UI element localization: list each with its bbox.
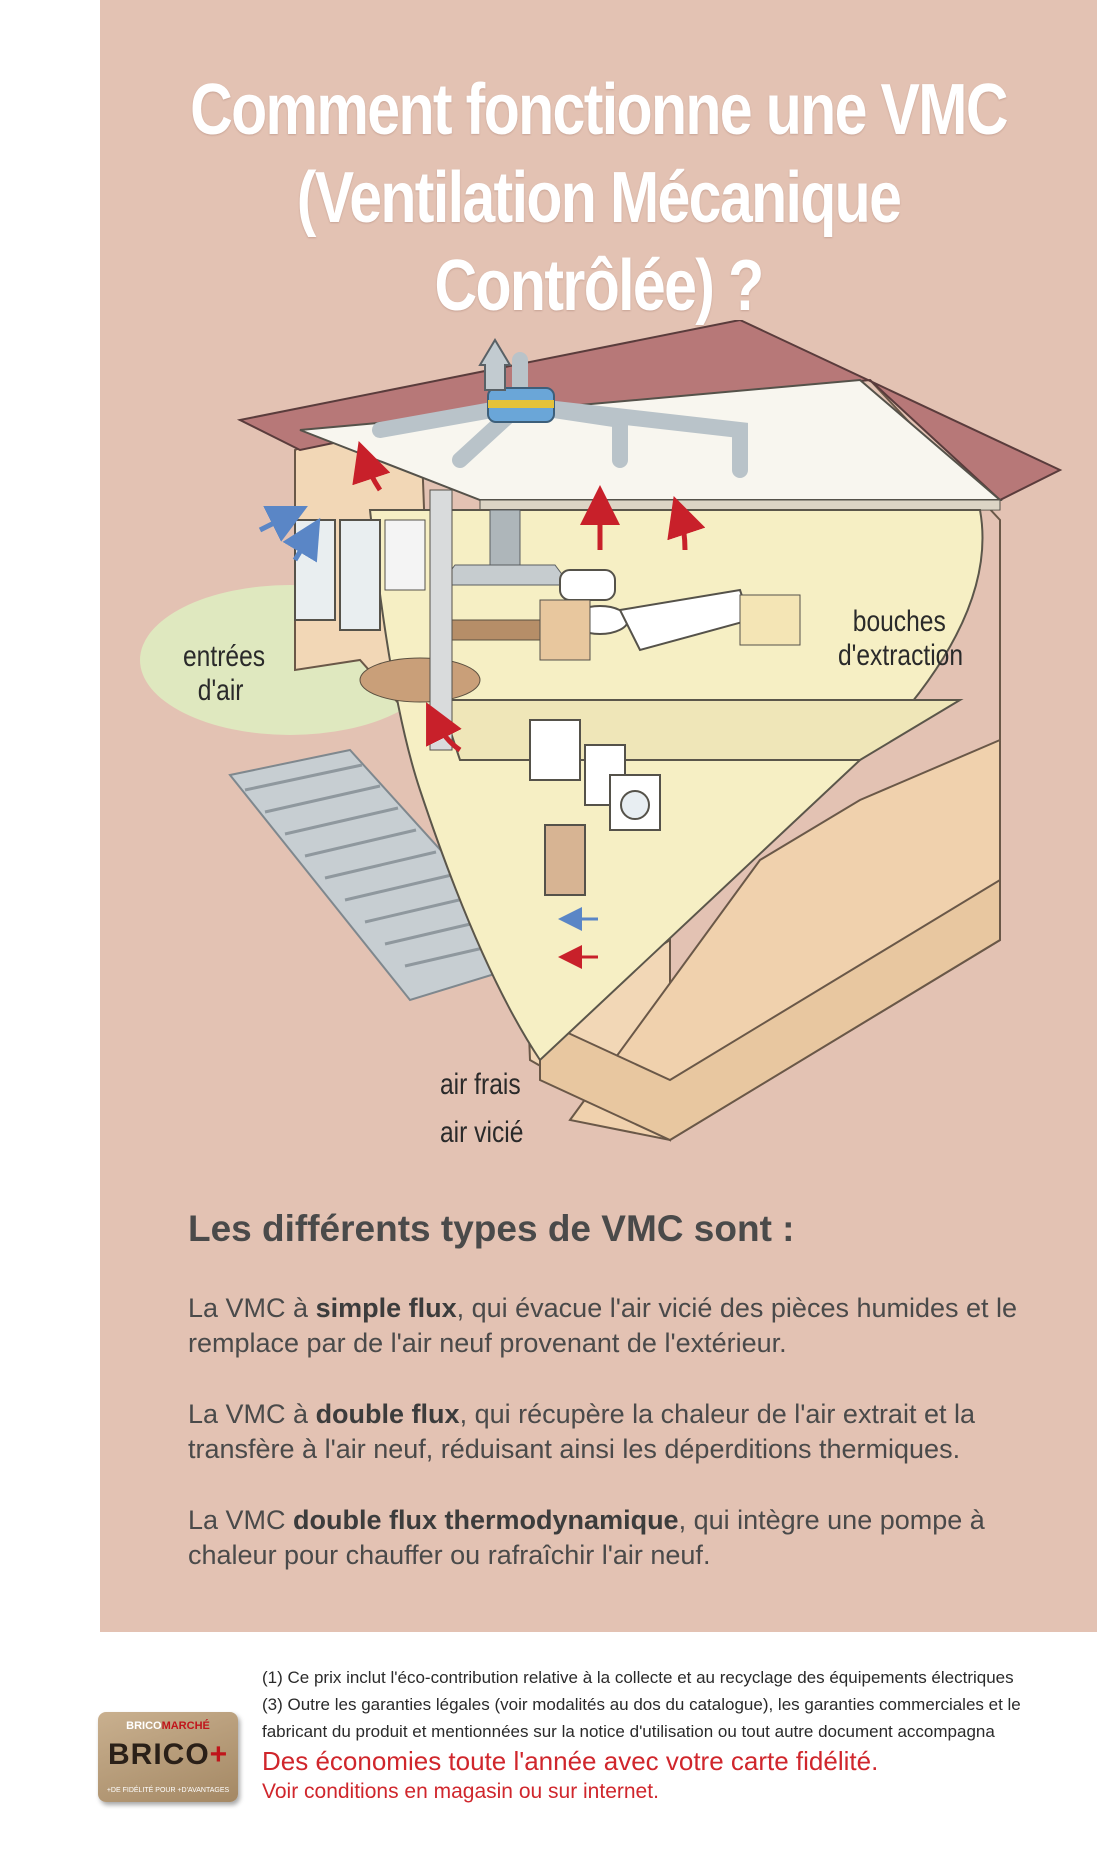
air-vicie-arrows — [352, 441, 706, 753]
card-bottom-text: +DE FIDÉLITÉ POUR +D'AVANTAGES — [106, 1787, 230, 1794]
card-top-a: BRICO — [126, 1720, 162, 1732]
type-double-flux: La VMC à double flux, qui récupère la ch… — [188, 1397, 1048, 1467]
floor-slab — [438, 699, 964, 761]
title-line-3: Contrôlée) ? — [434, 246, 765, 327]
type-simple-flux: La VMC à simple flux, qui évacue l'air v… — [188, 1291, 1048, 1361]
air-frais-arrows — [258, 506, 321, 563]
staircase — [228, 748, 542, 1002]
label-entrees-line1: entrées — [183, 640, 266, 673]
roof — [236, 320, 1063, 502]
promo-text: Des économies toute l'année avec votre c… — [262, 1746, 879, 1776]
type-thermo-post: , qui intègre une pompe à chaleur pour c… — [188, 1505, 985, 1570]
footnote-3-cont: fabricant du produit et mentionnées sur … — [262, 1722, 995, 1741]
sink-cabinet — [739, 594, 801, 646]
kitchen-hood — [489, 509, 521, 566]
label-bouches-line2: d'extraction — [838, 639, 964, 672]
label-entrees-line2: d'air — [197, 674, 244, 707]
footnote-1: (1) Ce prix inclut l'éco-contribution re… — [262, 1668, 1014, 1687]
type-double-flux-thermo: La VMC double flux thermodynamique, qui … — [188, 1503, 1048, 1573]
label-bouches-line1: bouches — [852, 605, 946, 638]
types-heading: Les différents types de VMC sont : — [188, 1208, 795, 1249]
card-top-text: BRICOMARCHÉ — [98, 1720, 238, 1732]
page-title: Comment fonctionne une VMC (Ventilation … — [190, 66, 1008, 330]
window-right — [339, 519, 381, 631]
basement-door — [544, 824, 586, 896]
label-bouches-extraction: bouches d'extraction — [838, 605, 963, 673]
vmc-house-illustration — [140, 320, 1063, 1142]
oven — [384, 519, 426, 591]
table — [359, 657, 481, 703]
card-plus-icon: + — [209, 1738, 229, 1771]
legend-air-frais: air frais — [440, 1068, 521, 1101]
type-double-pre: La VMC à — [188, 1399, 316, 1429]
conditions-text: Voir conditions en magasin ou sur intern… — [262, 1780, 659, 1803]
type-simple-pre: La VMC à — [188, 1293, 316, 1323]
label-entrees-air: entrées d'air — [183, 640, 265, 708]
card-top-b: MARCHÉ — [161, 1720, 210, 1732]
title-line-1: Comment fonctionne une VMC — [190, 70, 1008, 151]
wc-tank — [559, 569, 616, 601]
window-left — [294, 519, 336, 621]
legend-air-vicie: air vicié — [440, 1116, 524, 1149]
kitchen-counter — [449, 619, 551, 641]
column — [429, 489, 453, 751]
roof-outlet — [478, 338, 512, 391]
type-simple-bold: simple flux — [315, 1293, 457, 1323]
wc-panel — [539, 599, 591, 661]
card-brand: BRICO+ — [108, 1738, 228, 1772]
footnote-3: (3) Outre les garanties légales (voir mo… — [262, 1695, 1021, 1714]
loyalty-card: BRICOMARCHÉ BRICO+ +DE FIDÉLITÉ POUR +D'… — [98, 1712, 238, 1802]
house-basement-wall — [539, 878, 1001, 1142]
type-thermo-pre: La VMC — [188, 1505, 294, 1535]
type-double-bold: double flux — [315, 1399, 460, 1429]
card-brand-text: BRICO — [108, 1738, 210, 1771]
type-thermo-bold: double flux thermodynamique — [293, 1505, 679, 1535]
type-double-post: , qui récupère la chaleur de l'air extra… — [188, 1399, 975, 1464]
tank-unit — [529, 719, 581, 781]
title-line-2: (Ventilation Mécanique — [296, 158, 902, 239]
type-simple-post: , qui évacue l'air vicié des pièces humi… — [188, 1293, 1018, 1358]
